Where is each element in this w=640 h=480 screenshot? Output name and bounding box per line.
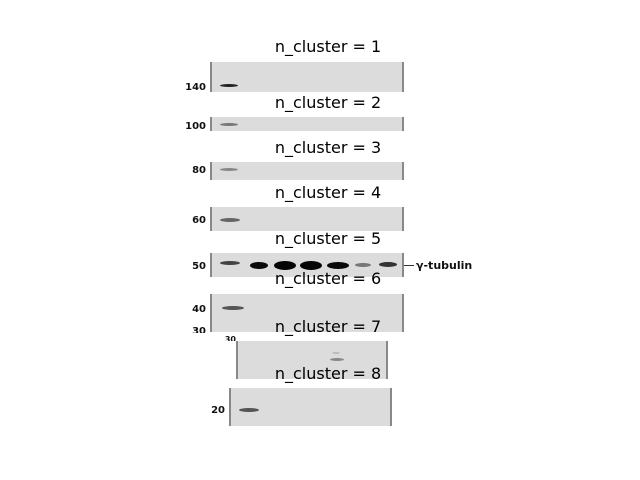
mw-marker-3: 80 bbox=[192, 165, 206, 176]
protein-label: γ-tubulin bbox=[416, 259, 473, 272]
mw-marker-7: 30 bbox=[224, 335, 236, 341]
blot-strip-8 bbox=[229, 388, 392, 426]
panel-title-2: n_cluster = 2 bbox=[274, 93, 382, 112]
ladder-band bbox=[239, 408, 259, 412]
blot-strip-6 bbox=[210, 294, 404, 332]
ladder-band bbox=[220, 123, 238, 126]
blot-strip-3 bbox=[210, 162, 404, 180]
panel-title-3: n_cluster = 3 bbox=[274, 138, 382, 157]
panel-title-8: n_cluster = 8 bbox=[274, 364, 382, 383]
blot-strip-4 bbox=[210, 207, 404, 231]
sample-band-4 bbox=[327, 262, 349, 269]
sample-band-5 bbox=[355, 263, 371, 267]
mw-marker-4: 60 bbox=[192, 215, 206, 226]
mw-marker-1: 140 bbox=[185, 82, 206, 93]
sample-band-3 bbox=[300, 261, 322, 270]
panel-title-4: n_cluster = 4 bbox=[274, 183, 382, 202]
ladder-band bbox=[222, 306, 244, 310]
mw-marker-8: 20 bbox=[211, 405, 225, 416]
mw-marker-5: 50 bbox=[192, 261, 206, 272]
sample-band bbox=[330, 358, 344, 361]
mw-marker-6: 40 bbox=[192, 304, 206, 315]
mw-marker-6b: 30 bbox=[192, 326, 206, 333]
protein-label-tick bbox=[404, 265, 414, 266]
ladder-band bbox=[220, 84, 238, 87]
blot-strip-2 bbox=[210, 117, 404, 131]
blot-strip-5 bbox=[210, 253, 404, 277]
ladder-band bbox=[220, 168, 238, 171]
blot-strip-7 bbox=[236, 341, 388, 379]
ladder-band bbox=[220, 218, 240, 222]
sample-band-1 bbox=[250, 262, 268, 269]
sample-band bbox=[332, 352, 340, 354]
sample-band-2 bbox=[274, 261, 296, 270]
panel-title-6: n_cluster = 6 bbox=[274, 269, 382, 288]
mw-marker-2: 100 bbox=[185, 121, 206, 132]
panel-title-7: n_cluster = 7 bbox=[274, 317, 382, 336]
blot-strip-1 bbox=[210, 62, 404, 92]
ladder-band bbox=[220, 261, 240, 265]
panel-title-1: n_cluster = 1 bbox=[274, 37, 382, 56]
panel-title-5: n_cluster = 5 bbox=[274, 229, 382, 248]
sample-band-6 bbox=[379, 262, 397, 267]
